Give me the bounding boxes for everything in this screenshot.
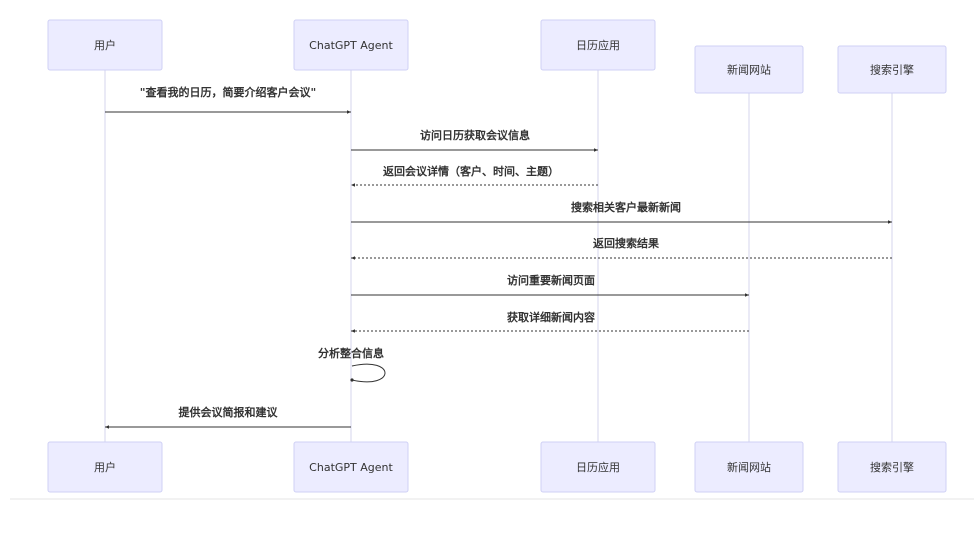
actor-label: 日历应用	[576, 460, 620, 474]
lifelines-layer	[104, 70, 893, 442]
actor-search-top: 搜索引擎	[837, 45, 947, 94]
message-label: 返回搜索结果	[593, 236, 659, 250]
message-arrowhead	[351, 183, 355, 187]
actor-agent-bottom: ChatGPT Agent	[293, 441, 409, 493]
actor-box	[837, 441, 947, 493]
message-9: 提供会议简报和建议	[105, 405, 351, 429]
actor-box	[293, 19, 409, 71]
actor-label: 搜索引擎	[870, 460, 914, 474]
message-label: 返回会议详情（客户、时间、主题）	[383, 164, 559, 178]
message-label: 分析整合信息	[318, 346, 384, 360]
actor-label: ChatGPT Agent	[309, 461, 393, 474]
actor-calendar-bottom: 日历应用	[540, 441, 656, 493]
actor-agent-top: ChatGPT Agent	[293, 19, 409, 71]
message-label: 访问日历获取会议信息	[420, 128, 530, 142]
actor-label: 用户	[94, 38, 116, 52]
actor-box	[47, 441, 163, 493]
message-2: 访问日历获取会议信息	[351, 128, 598, 152]
actor-label: 新闻网站	[727, 63, 771, 77]
actor-label: 搜索引擎	[870, 63, 914, 77]
message-label: "查看我的日历，简要介绍客户会议"	[140, 85, 316, 99]
actor-user-bottom: 用户	[47, 441, 163, 493]
actor-box	[694, 45, 804, 94]
message-label: 访问重要新闻页面	[507, 273, 595, 287]
message-arrowhead	[350, 378, 354, 382]
actor-label: 日历应用	[576, 38, 620, 52]
message-6: 访问重要新闻页面	[351, 273, 749, 297]
actor-box	[694, 441, 804, 493]
message-self-loop	[351, 363, 386, 383]
actor-box	[540, 441, 656, 493]
message-1: "查看我的日历，简要介绍客户会议"	[105, 85, 351, 114]
message-label: 提供会议简报和建议	[179, 405, 279, 419]
actor-news-bottom: 新闻网站	[694, 441, 804, 493]
actor-user-top: 用户	[47, 19, 163, 71]
actor-box	[47, 19, 163, 71]
actor-news-top: 新闻网站	[694, 45, 804, 94]
message-label: 搜索相关客户最新新闻	[571, 200, 681, 214]
message-8: 分析整合信息	[318, 346, 386, 383]
message-arrowhead	[347, 110, 351, 114]
message-arrowhead	[594, 148, 598, 152]
actor-label: 用户	[94, 460, 116, 474]
messages-layer: "查看我的日历，简要介绍客户会议" 访问日历获取会议信息返回会议详情（客户、时间、…	[105, 85, 892, 429]
actor-label: 新闻网站	[727, 460, 771, 474]
message-arrowhead	[351, 329, 355, 333]
message-label: 获取详细新闻内容	[507, 310, 595, 324]
message-7: 获取详细新闻内容	[351, 310, 749, 333]
message-3: 返回会议详情（客户、时间、主题）	[351, 164, 598, 187]
message-arrowhead	[105, 425, 109, 429]
actor-box	[293, 441, 409, 493]
message-arrowhead	[745, 293, 749, 297]
actor-label: ChatGPT Agent	[309, 39, 393, 52]
actor-box	[837, 45, 947, 94]
message-4: 搜索相关客户最新新闻	[351, 200, 892, 224]
message-5: 返回搜索结果	[351, 236, 892, 260]
message-arrowhead	[888, 220, 892, 224]
actor-box	[540, 19, 656, 71]
actor-search-bottom: 搜索引擎	[837, 441, 947, 493]
message-arrowhead	[351, 256, 355, 260]
actor-calendar-top: 日历应用	[540, 19, 656, 71]
